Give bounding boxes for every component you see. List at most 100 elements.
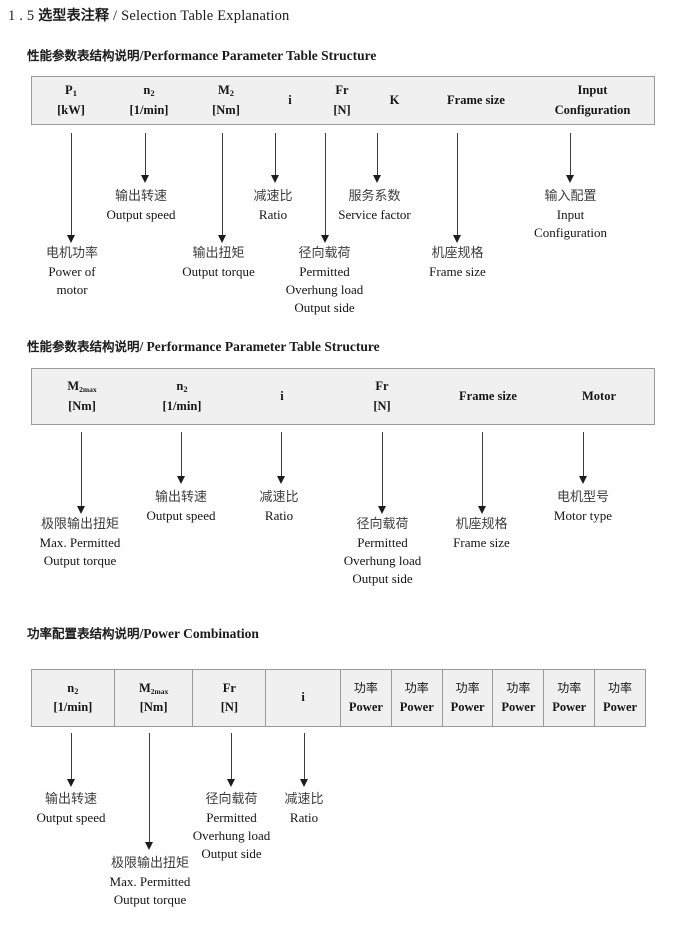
table3-col-power-2-cn: 功率	[404, 681, 429, 696]
annotation-max-permitted-output-torque-3: 极限输出扭矩 Max. Permitted Output torque	[89, 855, 211, 909]
annotation-input-configuration-en-2: Configuration	[534, 224, 607, 240]
annotation-service-factor-cn: 服务系数	[348, 189, 401, 204]
annotation-output-speed-3-cn: 输出转速	[44, 792, 97, 807]
annotation-max-permitted-output-torque-cn: 极限输出扭矩	[40, 517, 119, 532]
table3-col-power-4-en: Power	[501, 699, 536, 714]
annotation-motor-type-en-1: Motor type	[553, 507, 613, 523]
table3-col-power-1: 功率 Power	[340, 670, 391, 726]
annotation-permitted-overhung-load-cn: 径向载荷	[298, 246, 351, 261]
annotation-permitted-overhung-load-3-en-3: Output side	[201, 845, 262, 861]
arrow-to-permitted-overhung-load-3	[227, 733, 236, 787]
arrow-to-ratio	[271, 133, 280, 183]
arrow-to-output-torque	[218, 133, 227, 243]
arrow-to-input-configuration	[566, 133, 575, 183]
annotation-ratio-3-en-1: Ratio	[289, 809, 319, 825]
table3-col-power-2: 功率 Power	[390, 670, 442, 726]
annotation-max-permitted-output-torque-3-cn: 极限输出扭矩	[110, 856, 189, 871]
annotation-max-permitted-output-torque-en-2: Output torque	[43, 552, 117, 568]
annotation-frame-size-2-en-1: Frame size	[453, 534, 510, 550]
section-1-heading-en: Performance Parameter Table Structure	[143, 48, 377, 63]
annotation-ratio-2-en-1: Ratio	[264, 507, 294, 523]
annotation-output-speed-cn: 输出转速	[114, 189, 167, 204]
annotation-output-torque-cn: 输出扭矩	[192, 246, 245, 261]
table2-col-m2max: M2max [Nm]	[32, 369, 132, 424]
annotation-ratio-en-1: Ratio	[258, 206, 288, 222]
annotation-input-configuration: 输入配置 Input Configuration	[518, 188, 623, 242]
table2-col-fr-unit: [N]	[373, 398, 391, 413]
arrow-to-ratio-2	[277, 432, 286, 484]
section-2-heading-sep: /	[139, 339, 144, 354]
section-1-heading-cn: 性能参数表结构说明	[27, 48, 140, 63]
annotation-permitted-overhung-load-3: 径向载荷 Permitted Overhung load Output side	[173, 791, 290, 863]
table3-col-power-5-en: Power	[552, 699, 587, 714]
page-title-number: 1 . 5	[8, 8, 35, 24]
section-1-heading-sep: /	[139, 48, 144, 63]
table1-col-frame-size: Frame size	[421, 77, 531, 124]
annotation-frame-size-2: 机座规格 Frame size	[434, 516, 529, 552]
page-title: 1 . 5 选型表注释 / Selection Table Explanatio…	[8, 5, 290, 25]
page-title-separator: /	[113, 8, 118, 24]
table3-col-i: i	[265, 670, 340, 726]
table1-col-fr-symbol: Fr	[335, 83, 349, 98]
annotation-output-speed-2: 输出转速 Output speed	[131, 489, 231, 525]
table3-col-power-6-cn: 功率	[608, 681, 633, 696]
table2-col-m2max-unit: [Nm]	[68, 398, 96, 413]
annotation-frame-size-cn: 机座规格	[431, 246, 484, 261]
table2-col-motor: Motor	[544, 369, 654, 424]
table3-col-power-4-cn: 功率	[506, 681, 531, 696]
performance-parameter-table-2: M2max [Nm] n2 [1/min] i Fr [N] Frame siz…	[31, 368, 655, 425]
table3-col-power-5-cn: 功率	[557, 681, 582, 696]
section-3-heading-en: Power Combination	[143, 626, 259, 641]
annotation-motor-type: 电机型号 Motor type	[534, 489, 632, 525]
annotation-ratio-3: 减速比 Ratio	[270, 791, 338, 827]
table1-col-n2-symbol: n2	[143, 83, 155, 99]
table3-col-power-3: 功率 Power	[441, 670, 493, 726]
annotation-ratio-2-cn: 减速比	[259, 490, 299, 505]
table2-col-n2: n2 [1/min]	[132, 369, 232, 424]
table1-col-n2-unit: [1/min]	[129, 102, 169, 117]
annotation-output-torque-en-1: Output torque	[182, 263, 255, 279]
table3-col-fr-symbol: Fr	[222, 680, 236, 695]
table1-col-p1-subscript: 1	[72, 88, 77, 99]
table3-col-n2-symbol: n2	[67, 680, 79, 696]
arrow-to-frame-size	[453, 133, 462, 243]
arrow-to-max-permitted-output-torque-3	[145, 733, 154, 850]
table2-col-m2max-subscript: 2max	[79, 385, 97, 395]
annotation-permitted-overhung-load-en-2: Overhung load	[285, 281, 364, 297]
section-3-heading: 功率配置表结构说明/Power Combination	[27, 623, 259, 642]
annotation-permitted-overhung-load-2-en-1: Permitted	[357, 534, 408, 550]
annotation-max-permitted-output-torque: 极限输出扭矩 Max. Permitted Output torque	[19, 516, 141, 570]
annotation-ratio-3-cn: 减速比	[284, 792, 324, 807]
table3-col-power-1-en: Power	[348, 699, 383, 714]
table3-col-power-6: 功率 Power	[594, 670, 645, 726]
annotation-max-permitted-output-torque-3-en-2: Output torque	[113, 891, 187, 907]
annotation-permitted-overhung-load-en-1: Permitted	[299, 263, 350, 279]
section-2-heading-en: Performance Parameter Table Structure	[146, 339, 380, 354]
table2-col-frame-size-symbol: Frame size	[459, 388, 517, 403]
arrow-to-output-speed	[141, 133, 150, 183]
power-combination-table: n2 [1/min] M2max [Nm] Fr [N] i 功率 Power …	[31, 669, 646, 727]
annotation-permitted-overhung-load-3-en-2: Overhung load	[192, 827, 271, 843]
table1-col-p1: P1 [kW]	[32, 77, 110, 124]
table1-col-i: i	[264, 77, 316, 124]
table3-col-n2-unit: [1/min]	[53, 700, 93, 714]
page-title-en: Selection Table Explanation	[121, 8, 290, 24]
annotation-ratio-2: 减速比 Ratio	[245, 489, 313, 525]
annotation-power-of-motor: 电机功率 Power of motor	[22, 245, 122, 299]
annotation-frame-size-en-1: Frame size	[429, 263, 486, 279]
arrow-to-frame-size-2	[478, 432, 487, 514]
annotation-service-factor: 服务系数 Service factor	[323, 188, 426, 224]
table1-col-k: K	[368, 77, 421, 124]
annotation-input-configuration-cn: 输入配置	[544, 189, 597, 204]
table1-col-frame-size-symbol: Frame size	[447, 92, 505, 107]
section-3-heading-cn: 功率配置表结构说明	[27, 626, 140, 641]
annotation-output-speed-3-en-1: Output speed	[36, 809, 106, 825]
table3-col-n2: n2 [1/min]	[32, 670, 114, 726]
table3-col-power-5: 功率 Power	[543, 670, 594, 726]
table3-col-m2max-unit: [Nm]	[139, 700, 168, 714]
table3-col-m2max-symbol: M2max	[138, 680, 169, 696]
table2-col-m2max-symbol: M2max	[67, 379, 97, 395]
table1-col-fr-unit: [N]	[333, 102, 351, 117]
annotation-permitted-overhung-load-2-cn: 径向载荷	[356, 517, 409, 532]
annotation-motor-type-cn: 电机型号	[556, 490, 609, 505]
